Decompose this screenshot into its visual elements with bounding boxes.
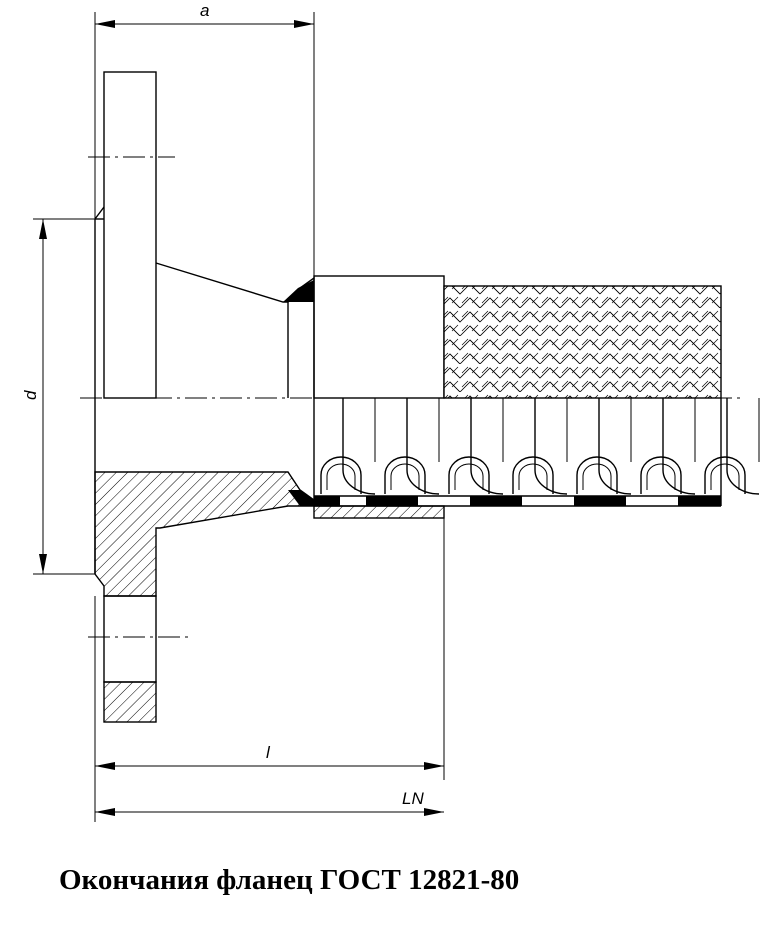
dimension-d-label: d bbox=[21, 390, 40, 400]
dimension-l: l bbox=[94, 596, 444, 822]
dimension-ln: LN bbox=[95, 789, 444, 816]
drawing-caption: Окончания фланец ГОСТ 12821-80 bbox=[59, 864, 520, 896]
dimension-d: d bbox=[21, 218, 95, 575]
dimension-l-label: l bbox=[266, 743, 271, 762]
dimension-a: a bbox=[94, 1, 315, 398]
flange-upper bbox=[94, 71, 315, 399]
dimension-a-label: a bbox=[200, 1, 209, 20]
flange-section bbox=[94, 398, 315, 723]
sleeve bbox=[313, 275, 445, 780]
braid-sleeve bbox=[443, 285, 722, 399]
corrugated-hose bbox=[313, 398, 760, 507]
dimension-ln-label: LN bbox=[402, 789, 424, 808]
